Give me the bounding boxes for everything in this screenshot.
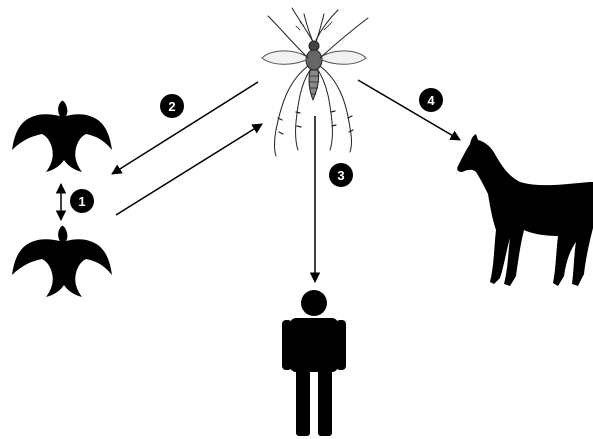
arrow-bird-to-mosquito [116, 124, 262, 215]
horse-icon [457, 134, 593, 286]
step-number-2: 2 [168, 99, 175, 114]
bird-icon [12, 101, 112, 172]
step-number-1: 1 [78, 194, 85, 209]
step-badge-2: 2 [160, 94, 184, 118]
person-icon [282, 290, 346, 436]
step-badge-4: 4 [419, 88, 443, 112]
step-badge-3: 3 [329, 163, 353, 187]
step-number-4: 4 [427, 93, 435, 108]
bird-icon [12, 226, 112, 297]
step-number-3: 3 [337, 168, 344, 183]
step-badge-1: 1 [70, 189, 94, 213]
arrow-mosquito-to-horse [358, 80, 460, 140]
arrow-mosquito-to-bird [112, 82, 258, 174]
